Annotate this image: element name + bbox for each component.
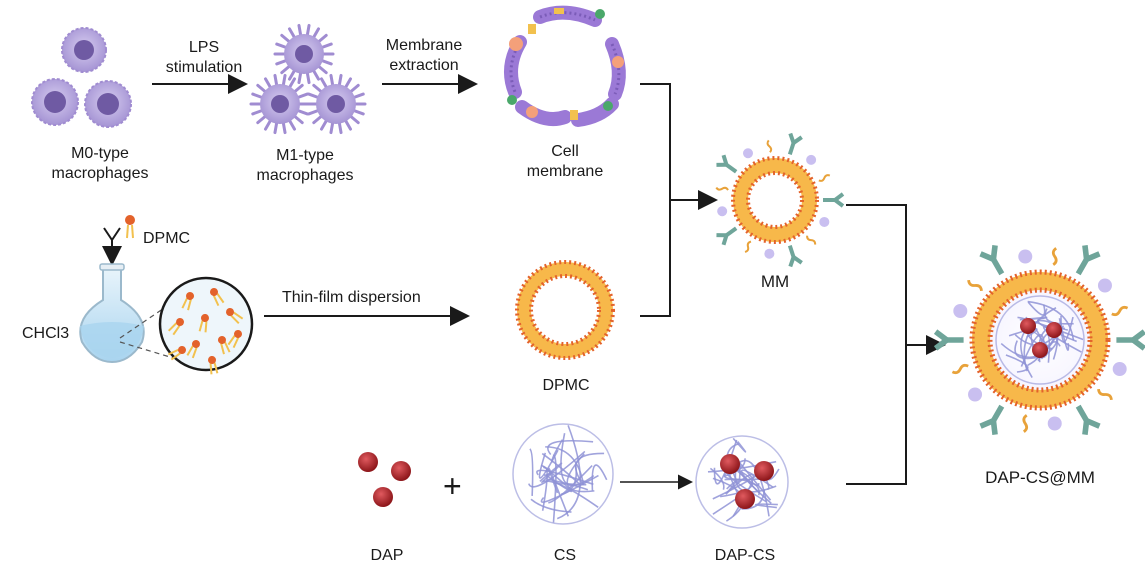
dap-cs-mm-nanoparticle-icon [933, 245, 1145, 435]
dpmc-reagent-label: DPMC [143, 230, 191, 247]
funnel-icon [102, 227, 122, 266]
cs-polymer-icon [512, 423, 614, 525]
m1-label-line1: M1-type [276, 147, 334, 164]
dap-cs-label: DAP-CS [714, 547, 776, 564]
m0-label: M0-type macrophages [50, 144, 150, 184]
thin-film-label: Thin-film dispersion [282, 289, 421, 306]
membrane-extraction-line2: extraction [389, 57, 459, 74]
membrane-extraction-label: Membrane extraction [376, 36, 472, 76]
lipid-solution-zoom-icon [158, 276, 254, 375]
dpmc-reagent-icon [125, 215, 135, 239]
m0-label-line2: macrophages [51, 165, 149, 182]
m1-label: M1-type macrophages [250, 146, 360, 186]
lps-label-line2: stimulation [165, 59, 243, 76]
cell-membrane-label: Cell membrane [520, 142, 610, 182]
lps-label-line1: LPS [188, 39, 220, 56]
final-product-label: DAP-CS@MM [985, 468, 1095, 487]
lps-label: LPS stimulation [158, 38, 250, 78]
merge-connector [640, 83, 718, 317]
m0-label-line1: M0-type [71, 145, 129, 162]
merge-connector-final [846, 204, 946, 485]
mm-label: MM [760, 272, 790, 291]
dpmc-label: DPMC [542, 377, 590, 394]
mm-vesicle-icon [715, 132, 845, 268]
dpmc-liposome-icon [515, 260, 615, 360]
m1-label-line2: macrophages [256, 167, 354, 184]
dap-particles-icon [358, 452, 411, 507]
cell-membrane-line2: membrane [526, 163, 604, 180]
zoom-line-bottom [119, 341, 181, 361]
flask-icon [79, 263, 145, 364]
dap-cs-icon [695, 435, 789, 529]
membrane-extraction-line1: Membrane [385, 37, 463, 54]
plus-sign: + [443, 468, 462, 504]
cell-membrane-icon [504, 5, 626, 127]
m0-macrophages-icon [31, 27, 132, 128]
dap-label: DAP [370, 547, 404, 564]
cell-membrane-line1: Cell [551, 143, 579, 160]
cs-label: CS [553, 547, 577, 564]
m1-macrophages-icon [249, 23, 367, 135]
chcl3-label: CHCl3 [22, 325, 70, 342]
